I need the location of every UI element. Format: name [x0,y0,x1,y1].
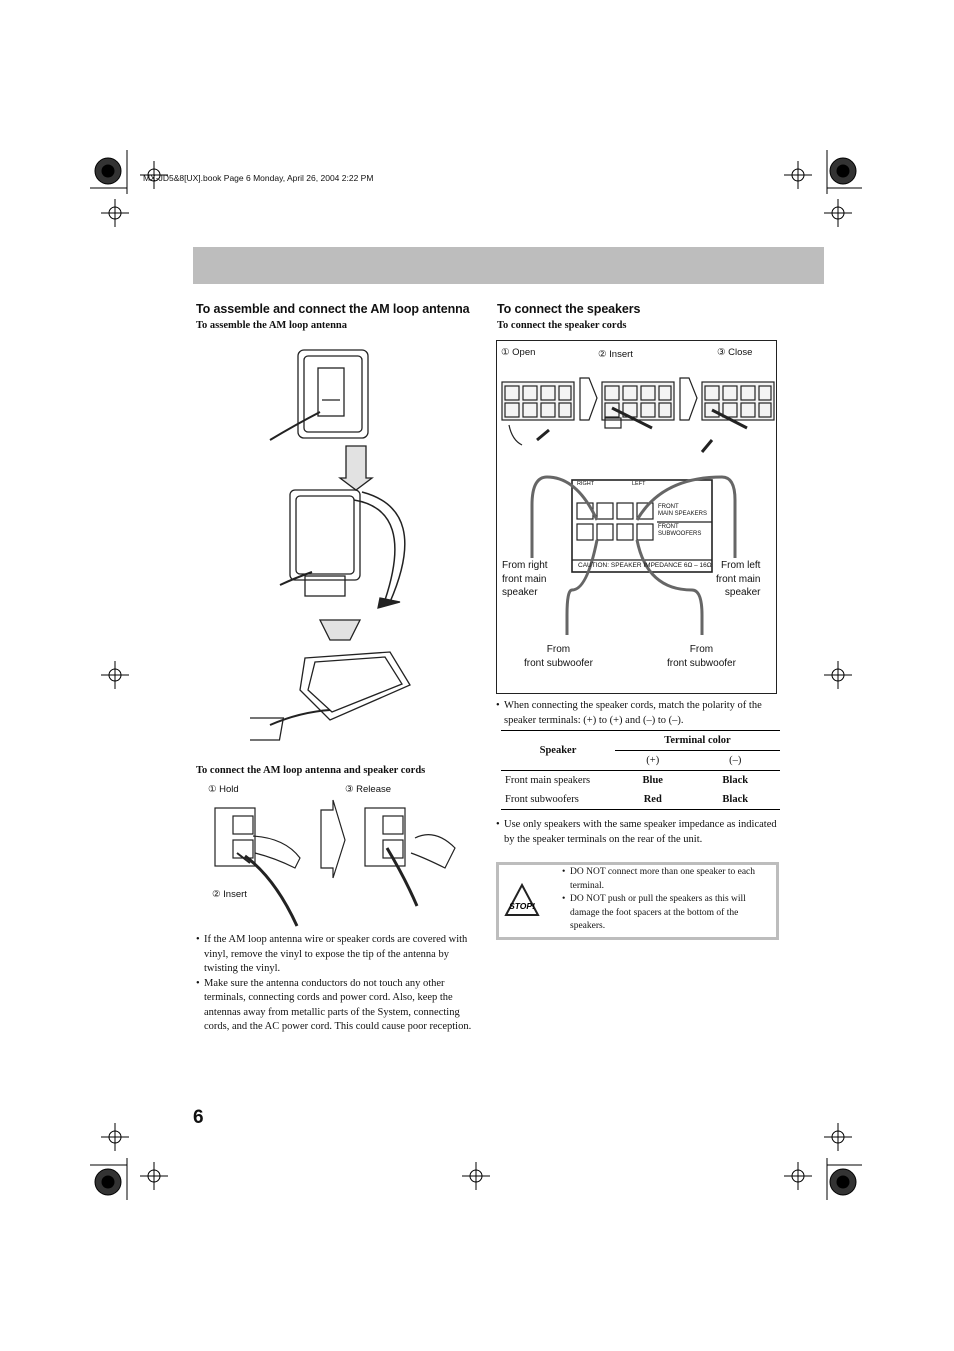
step-insert-label: ② Insert [212,889,247,900]
table-cell-minus: Black [722,775,749,786]
antenna-note-item: If the AM loop antenna wire or speaker c… [196,933,480,977]
table-cell-plus: Blue [642,775,663,786]
antenna-notes-list: If the AM loop antenna wire or speaker c… [196,933,480,1035]
from-sub-left-label: From front subwoofer [524,644,593,669]
diagram-close-label: ③ Close [717,347,753,358]
terminal-color-table: Speaker Terminal color (+) (–) Front mai… [501,730,780,810]
table-cell-speaker: Front main speakers [505,775,591,786]
polarity-note: When connecting the speaker cords, match… [496,699,780,728]
from-left-main-label: From left front main speaker [716,560,761,598]
table-cell-speaker: Front subwoofers [501,790,615,810]
caution-item: DO NOT connect more than one speaker to … [562,866,772,893]
panel-front-main-label: FRONT MAIN SPEAKERS [658,504,708,517]
table-header-plus: (+) [615,750,691,771]
panel-front-sub-label: FRONT SUBWOOFERS [658,524,702,537]
table-row: Front main speakers Blue Black [501,771,780,791]
panel-right-label: RIGHT [577,481,595,487]
caution-list: DO NOT connect more than one speaker to … [562,866,772,934]
file-info-header: MX-JD5&8[UX].book Page 6 Monday, April 2… [143,173,374,183]
antenna-connect-illustration [214,799,456,927]
polarity-note-item: When connecting the speaker cords, match… [496,699,780,728]
connect-am-antenna-title: To connect the AM loop antenna and speak… [196,765,426,776]
table-cell-plus: Red [615,790,691,810]
speakers-subtitle: To connect the speaker cords [497,320,627,331]
table-header-terminal: Terminal color [615,730,780,751]
from-right-main-label: From right front main speaker [502,560,548,598]
stop-warning-icon: STOP! [504,883,540,916]
antenna-note-item: Make sure the antenna conductors do not … [196,977,480,1035]
step-hold-label: ① Hold [208,784,239,795]
table-header-minus: (–) [690,750,780,771]
panel-left-label: LEFT [632,481,646,487]
section-banner [193,247,824,284]
panel-caution-label: CAUTION: SPEAKER IMPEDANCE 6Ω – 16Ω [578,562,712,569]
caution-box [496,862,779,940]
impedance-note: Use only speakers with the same speaker … [496,818,780,847]
am-antenna-subtitle: To assemble the AM loop antenna [196,320,348,331]
table-header-speaker: Speaker [501,730,615,771]
impedance-note-item: Use only speakers with the same speaker … [496,818,780,847]
caution-item: DO NOT push or pull the speakers as this… [562,893,772,934]
speaker-terminal-illustration [501,377,775,635]
speakers-title: To connect the speakers [497,302,641,316]
step-release-label: ③ Release [345,784,392,795]
diagram-open-label: ① Open [501,347,536,358]
am-antenna-assembly-illustration [250,349,411,741]
page-number: 6 [193,1107,204,1128]
table-row: Front subwoofers Red Black [501,790,780,810]
diagram-insert-label: ② Insert [598,349,633,360]
speaker-connection-diagram [496,340,777,694]
table-cell-minus: Black [690,790,780,810]
stop-icon-text: STOP! [509,901,535,911]
am-antenna-title: To assemble and connect the AM loop ante… [196,302,470,316]
from-sub-right-label: From front subwoofer [667,644,736,669]
